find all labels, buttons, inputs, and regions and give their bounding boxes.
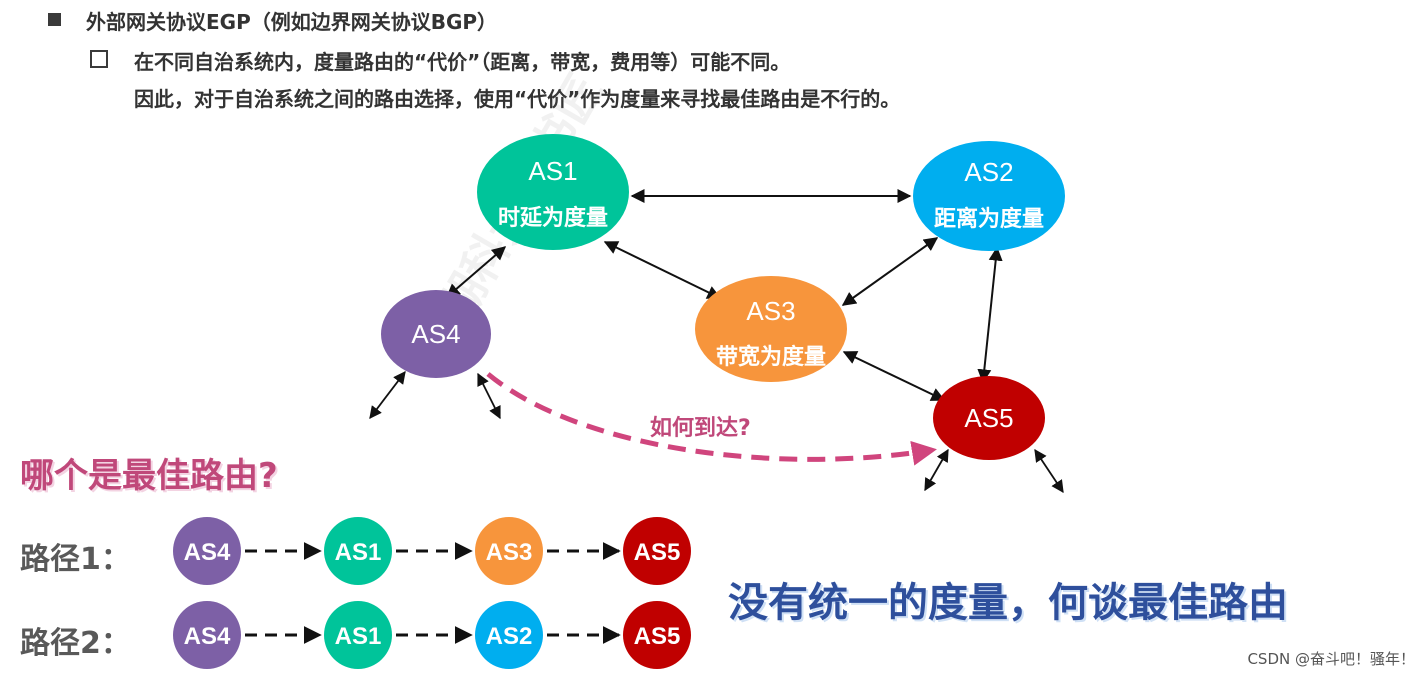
svg-text:AS5: AS5: [634, 539, 681, 566]
svg-text:AS5: AS5: [634, 623, 681, 650]
link-as4-out-right: [477, 372, 501, 420]
node-as2: AS2 距离为度量: [913, 141, 1065, 251]
path-1-node-as1: AS1: [324, 517, 392, 585]
svg-text:AS2: AS2: [486, 623, 533, 650]
link-as1-as3: [603, 241, 722, 299]
svg-text:AS1: AS1: [335, 623, 382, 650]
best-route-question: 哪个是最佳路由?: [20, 456, 278, 496]
dashed-route-as4-as5: [486, 372, 937, 466]
svg-text:AS4: AS4: [411, 319, 460, 349]
svg-text:AS1: AS1: [335, 539, 382, 566]
link-as4-out-left: [369, 370, 406, 420]
path-1-node-as3: AS3: [475, 517, 543, 585]
svg-text:AS4: AS4: [184, 539, 231, 566]
link-as5-out-right: [1034, 448, 1064, 494]
link-as2-as3: [841, 237, 939, 306]
svg-text:AS1: AS1: [528, 156, 577, 186]
svg-text:AS4: AS4: [184, 623, 231, 650]
subtext-line-1: 在不同自治系统内，度量路由的“代价”（距离，带宽，费用等）可能不同。: [134, 50, 791, 74]
path-1-node-as5: AS5: [623, 517, 691, 585]
link-as2-as5: [977, 246, 1003, 384]
svg-text:距离为度量: 距离为度量: [934, 206, 1044, 231]
path-2-node-as4: AS4: [173, 601, 241, 669]
hollow-square-bullet-icon: [90, 50, 108, 68]
node-as5: AS5: [933, 376, 1045, 460]
node-as1: AS1 时延为度量: [477, 134, 629, 250]
path-2-node-as2: AS2: [475, 601, 543, 669]
path-1-node-as4: AS4: [173, 517, 241, 585]
node-as3: AS3 带宽为度量: [695, 276, 847, 382]
heading-title: 外部网关协议EGP（例如边界网关协议BGP）: [86, 10, 498, 34]
conclusion-text: 没有统一的度量，何谈最佳路由: [728, 580, 1288, 626]
how-to-reach-label: 如何到达?: [650, 416, 751, 441]
link-as1-as4: [445, 246, 507, 298]
path-1-label: 路径1：: [20, 542, 131, 577]
svg-text:时延为度量: 时延为度量: [498, 205, 608, 230]
link-as5-out-left: [924, 448, 949, 492]
svg-text:AS5: AS5: [964, 403, 1013, 433]
node-as4: AS4: [381, 290, 491, 378]
subtext-line-2: 因此，对于自治系统之间的路由选择，使用“代价”作为度量来寻找最佳路由是不行的。: [134, 87, 901, 111]
path-2-node-as1: AS1: [324, 601, 392, 669]
filled-square-bullet-icon: [48, 13, 61, 26]
credit-text: CSDN @奋斗吧！骚年！: [1247, 650, 1415, 668]
svg-text:AS2: AS2: [964, 157, 1013, 187]
svg-text:AS3: AS3: [486, 539, 533, 566]
svg-text:AS3: AS3: [746, 296, 795, 326]
path-2-label: 路径2：: [20, 626, 131, 661]
link-as3-as5: [842, 351, 946, 401]
path-2-node-as5: AS5: [623, 601, 691, 669]
svg-text:带宽为度量: 带宽为度量: [716, 344, 826, 369]
